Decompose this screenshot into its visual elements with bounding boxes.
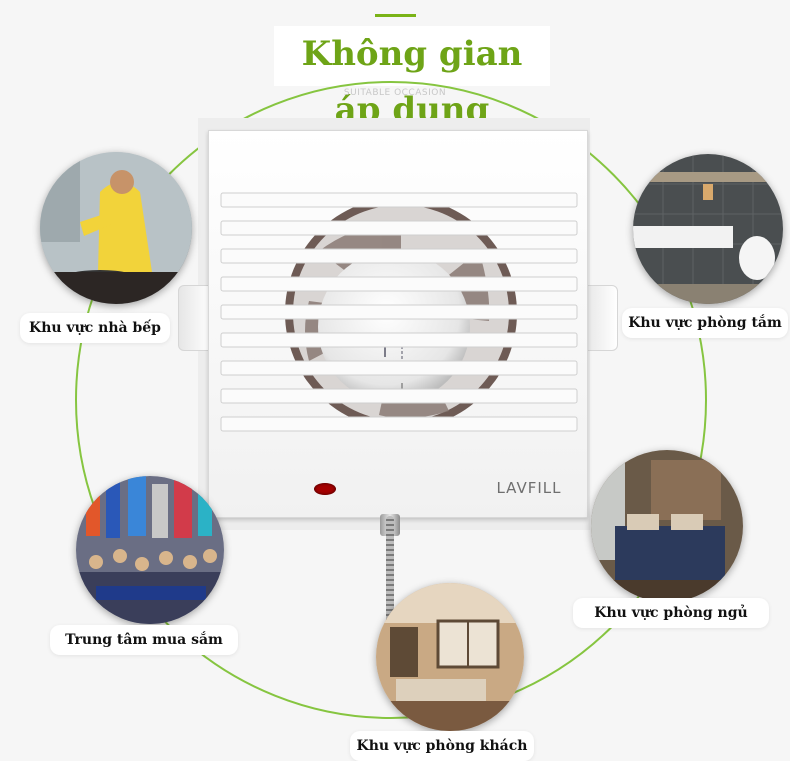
scene-kitchen-photo [40,152,192,304]
page-subtitle: SUITABLE OCCASION [343,88,447,98]
scene-bedroom-label: Khu vực phòng ngủ [573,598,769,628]
scene-bathroom-label: Khu vực phòng tắm [622,308,788,338]
fan-side-mount-right [584,285,618,351]
fan-side-mount-left [178,285,212,351]
brand-logo: LAVFILL [496,479,562,497]
scene-shopping-photo [76,476,224,624]
scene-shopping-label: Trung tâm mua sắm [50,625,238,655]
scene-living-room-label: Khu vực phòng khách [350,731,534,761]
page-title: Không gian áp dụng [274,26,550,130]
pull-chain [386,516,394,646]
title-accent-line [375,14,416,17]
scene-living-room-photo [376,583,524,731]
fan-grille [220,192,578,432]
scene-bathroom-photo [633,154,783,304]
power-indicator-light [314,483,336,495]
scene-bedroom-photo [591,450,743,602]
scene-kitchen-label: Khu vực nhà bếp [20,313,170,343]
exhaust-fan: LAVFILL [208,130,588,518]
